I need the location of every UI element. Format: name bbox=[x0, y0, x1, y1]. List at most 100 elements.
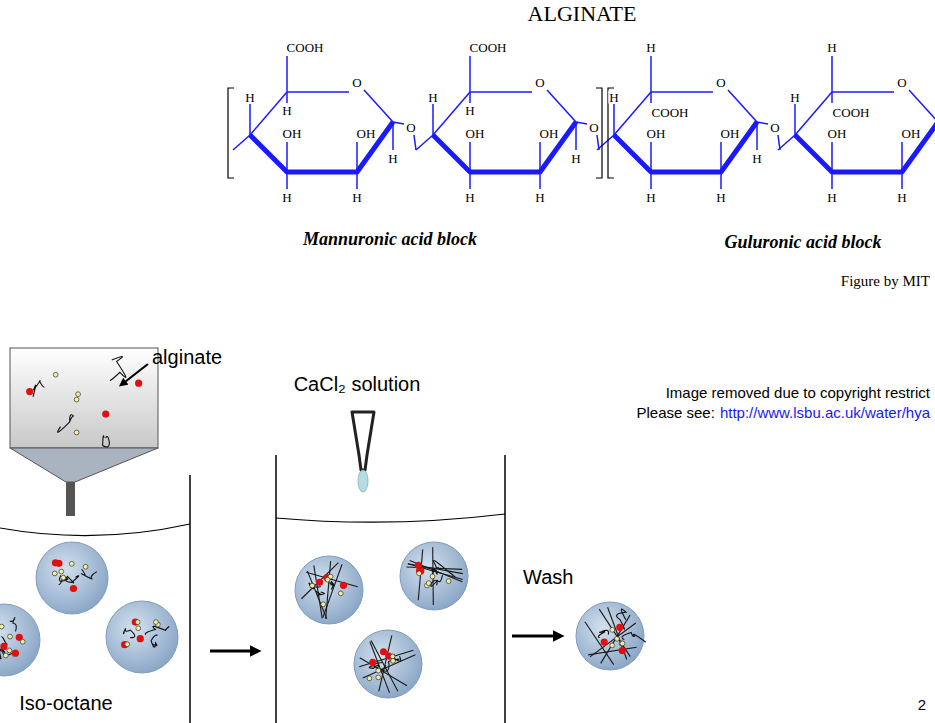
atom-label: O bbox=[534, 76, 545, 89]
oh-bond bbox=[469, 142, 471, 172]
atom-label: H bbox=[715, 191, 726, 204]
particle bbox=[321, 602, 326, 607]
sugar-ring bbox=[233, 56, 416, 189]
particle bbox=[446, 579, 451, 584]
sugar-ring bbox=[597, 56, 780, 189]
oh-bond bbox=[539, 142, 541, 172]
beaker-wall bbox=[189, 475, 191, 723]
figure-credit: Figure by MIT bbox=[841, 273, 930, 290]
particle bbox=[0, 624, 4, 629]
bead-body bbox=[295, 556, 363, 624]
atom-label: O bbox=[351, 76, 362, 89]
ring-bond-bold bbox=[614, 122, 757, 172]
particle bbox=[52, 571, 57, 576]
oh-bond bbox=[650, 142, 652, 172]
copyright-note: Please see: bbox=[637, 405, 715, 422]
process-arrow bbox=[512, 635, 561, 638]
cell bbox=[137, 635, 144, 642]
particle bbox=[325, 577, 330, 582]
reference-url: http://www.lsbu.ac.uk/water/hya bbox=[720, 405, 930, 422]
particle bbox=[376, 668, 381, 673]
carboxyl-bond bbox=[286, 56, 288, 92]
alginate-chain bbox=[110, 356, 126, 380]
bead-body bbox=[106, 601, 178, 673]
encapsulation-process bbox=[0, 348, 646, 723]
alginate-chain bbox=[598, 630, 608, 637]
particle bbox=[136, 626, 141, 631]
crosslink bbox=[599, 609, 630, 656]
alginate-chain bbox=[145, 626, 169, 634]
particle bbox=[426, 581, 431, 586]
glycosidic-bond bbox=[597, 135, 614, 150]
funnel-cone bbox=[10, 448, 158, 482]
ring-bond bbox=[547, 90, 576, 122]
alginate-structure bbox=[228, 56, 935, 189]
particle bbox=[83, 564, 88, 569]
crosslink bbox=[326, 561, 331, 619]
block-caption: Guluronic acid block bbox=[724, 233, 881, 253]
h-bond bbox=[392, 122, 394, 150]
h-bond bbox=[794, 104, 796, 135]
particle bbox=[615, 636, 620, 641]
particle bbox=[619, 641, 624, 646]
h-bond bbox=[286, 92, 288, 103]
atom-label: H bbox=[387, 152, 398, 165]
particle bbox=[154, 620, 159, 625]
sugar-ring bbox=[778, 56, 935, 189]
atom-label: H bbox=[464, 191, 475, 204]
h-bond bbox=[756, 122, 758, 150]
particle bbox=[74, 430, 79, 435]
alginate-chain bbox=[58, 415, 74, 433]
glycosidic-bond bbox=[233, 135, 250, 150]
crosslink bbox=[379, 635, 392, 691]
oh-bond bbox=[356, 142, 358, 172]
ring-bond bbox=[287, 91, 349, 93]
h-bond bbox=[720, 172, 722, 189]
particle bbox=[69, 561, 74, 566]
alginate-chain bbox=[151, 635, 157, 647]
ring-bond-bold bbox=[795, 122, 935, 172]
particle bbox=[135, 620, 140, 625]
particle bbox=[391, 658, 396, 663]
carboxyl-bond bbox=[469, 56, 471, 92]
carboxyl-bond bbox=[831, 92, 833, 103]
particle bbox=[430, 574, 435, 579]
alginate-chain bbox=[622, 632, 646, 642]
atom-label: H bbox=[826, 41, 837, 54]
particle bbox=[338, 591, 343, 596]
cell bbox=[619, 647, 626, 654]
h-bond bbox=[650, 172, 652, 189]
particle bbox=[61, 575, 66, 580]
liquid-surface bbox=[0, 524, 190, 536]
crosslink bbox=[410, 560, 463, 581]
atom-label: COOH bbox=[286, 41, 325, 54]
atom-label: H bbox=[464, 104, 475, 117]
bead-body bbox=[0, 604, 40, 676]
alginate-chain bbox=[123, 628, 134, 637]
atom-label: H bbox=[351, 191, 362, 204]
atom-label: OH bbox=[720, 127, 741, 140]
bead bbox=[106, 601, 178, 673]
atom-label: H bbox=[751, 152, 762, 165]
cell bbox=[0, 643, 7, 650]
glycosidic-bond bbox=[393, 122, 404, 124]
bead bbox=[36, 542, 108, 614]
particle bbox=[367, 676, 372, 681]
atom-label: OH bbox=[901, 127, 922, 140]
atom-label: OH bbox=[646, 127, 667, 140]
page-number: 2 bbox=[918, 697, 926, 714]
particle bbox=[125, 642, 130, 647]
oh-bond bbox=[286, 142, 288, 172]
cell bbox=[601, 638, 608, 645]
funnel bbox=[10, 348, 158, 516]
alginate-chain bbox=[33, 381, 44, 397]
beaker-wall bbox=[504, 455, 506, 723]
process-arrow bbox=[210, 650, 258, 653]
carboxyl-bond bbox=[650, 92, 652, 103]
beaker-wall bbox=[275, 455, 277, 723]
reagent-label: CaCl₂ solution bbox=[294, 373, 421, 395]
h-bond bbox=[469, 92, 471, 103]
glycosidic-bond bbox=[414, 135, 416, 150]
particle bbox=[610, 627, 615, 632]
